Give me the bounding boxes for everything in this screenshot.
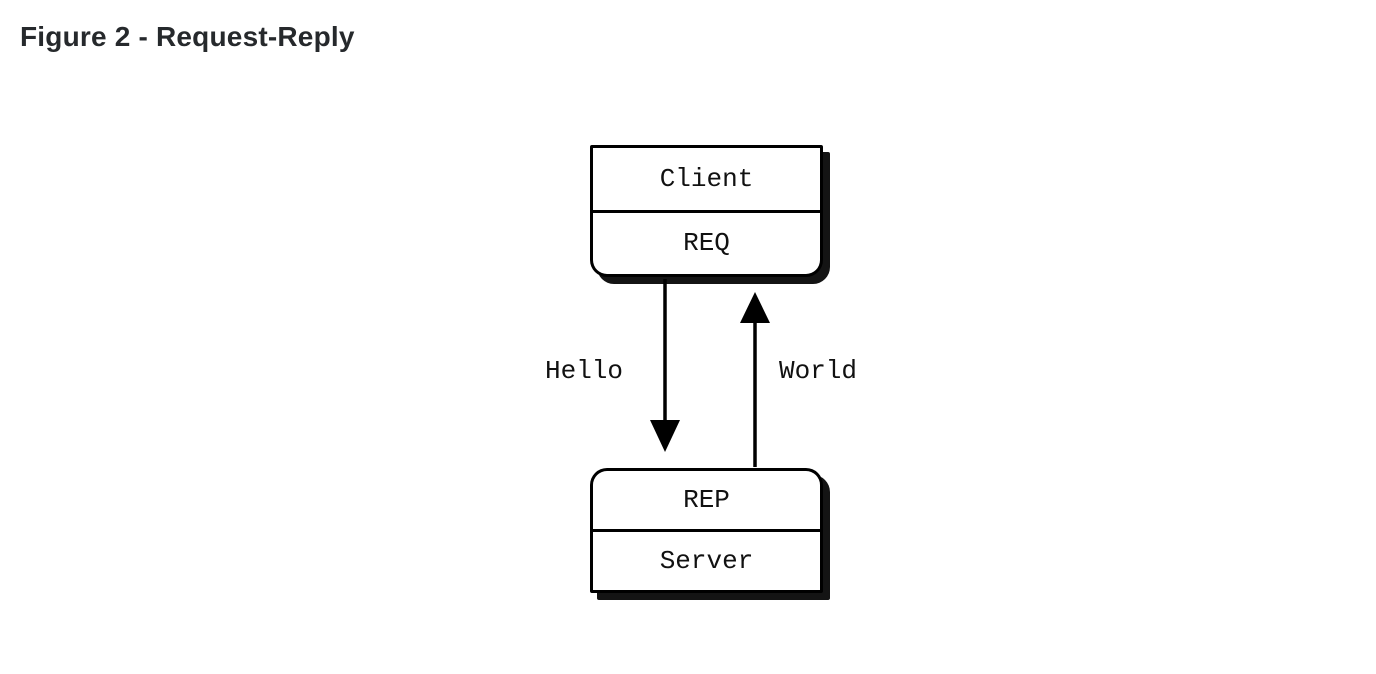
server-node-title: Server <box>659 546 754 576</box>
figure-title: Figure 2 - Request-Reply <box>20 21 355 52</box>
request-arrow-down <box>650 279 680 452</box>
client-req-socket: REQ <box>683 228 730 259</box>
reply-arrow-up <box>740 292 770 467</box>
client-node-title: Client <box>593 148 820 213</box>
arrowhead-down-icon <box>650 420 680 452</box>
reply-message-label: World <box>779 356 858 386</box>
server-node: REP Server <box>590 468 823 593</box>
client-node: Client REQ <box>590 145 823 277</box>
server-rep-socket: REP <box>593 471 820 532</box>
request-message-label: Hello <box>545 356 624 386</box>
arrowhead-up-icon <box>740 292 770 323</box>
